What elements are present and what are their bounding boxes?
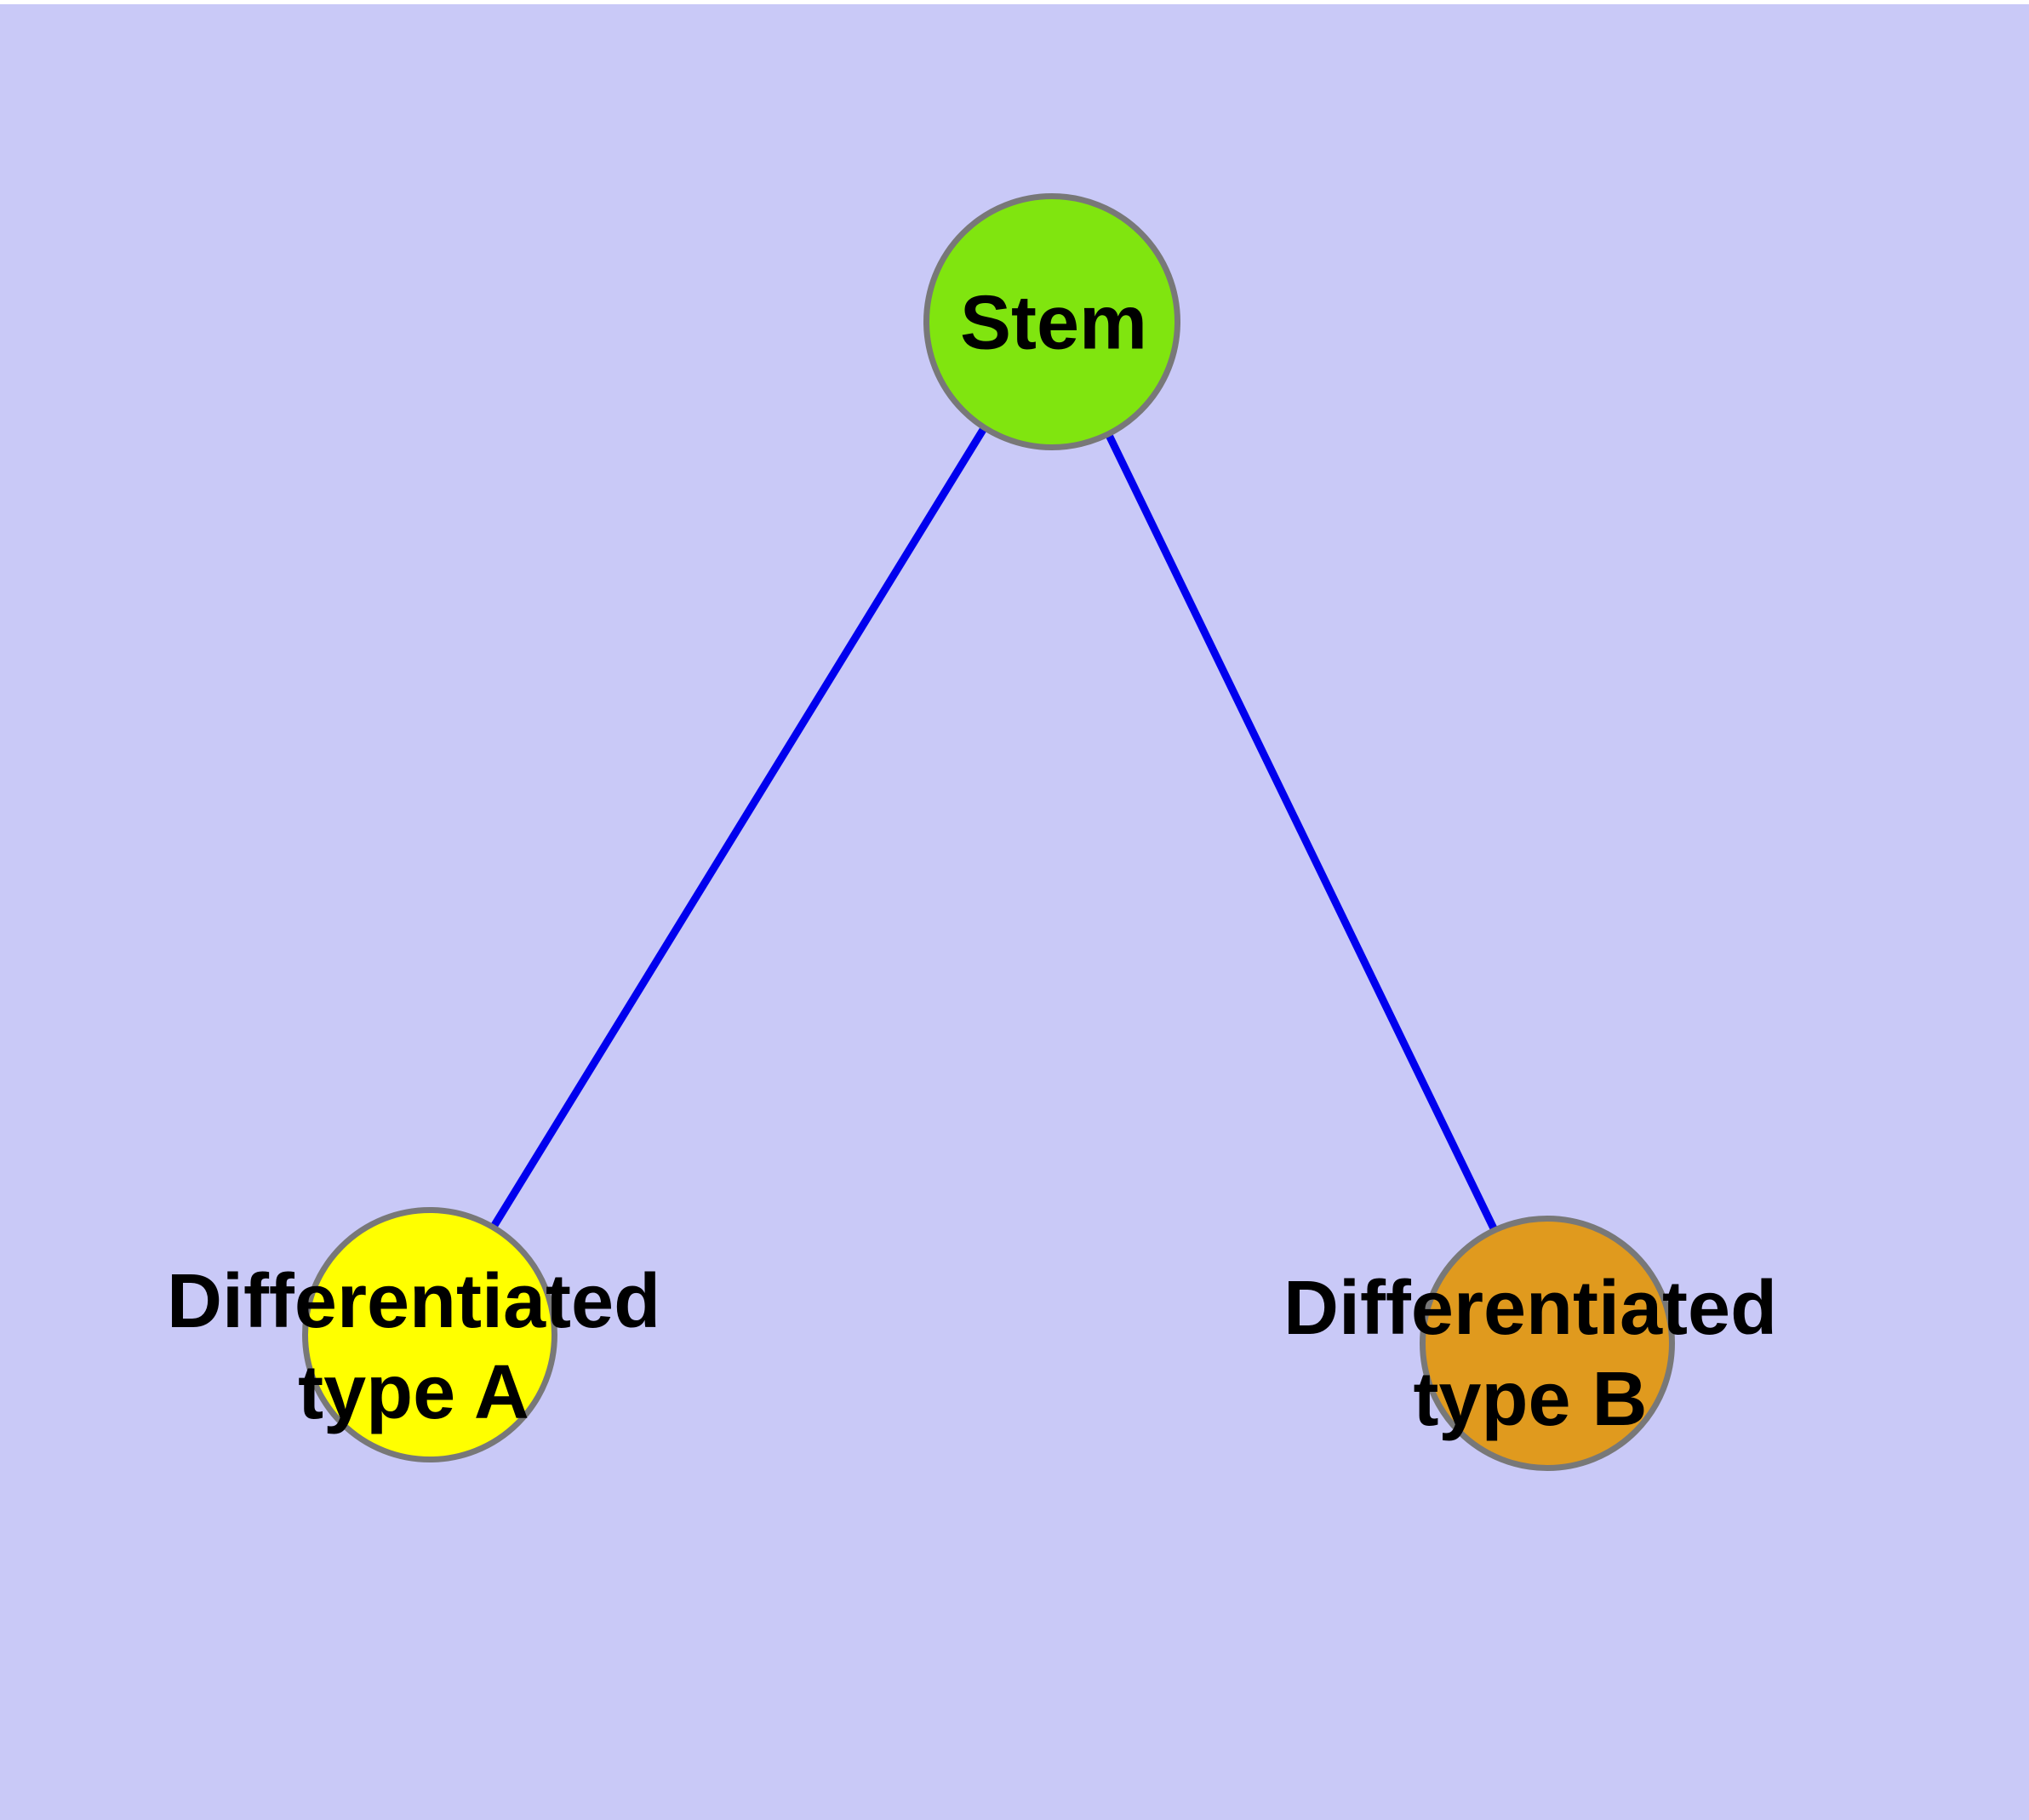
node-label-type-a-line2: type A	[298, 1350, 529, 1435]
node-differentiated-type-a[interactable]	[302, 1207, 557, 1462]
edge-stem-to-type-b	[1048, 316, 1552, 1341]
node-label-type-a-line1: Differentiated	[166, 1259, 661, 1344]
edges-layer	[426, 315, 1552, 1341]
node-label-type-b-line2: type B	[1413, 1357, 1648, 1442]
node-stem[interactable]	[923, 193, 1180, 450]
node-label-stem: Stem	[960, 278, 1147, 369]
node-label-differentiated-type-a: Differentiated type A	[167, 1256, 660, 1439]
edge-stem-to-type-a	[426, 315, 1055, 1333]
node-label-differentiated-type-b: Differentiated type B	[1283, 1263, 1777, 1445]
node-label-stem-text: Stem	[959, 280, 1148, 366]
graph-background: Stem Differentiated type A Differentiate…	[0, 4, 2029, 1820]
node-label-type-b-line1: Differentiated	[1283, 1266, 1778, 1351]
node-differentiated-type-b[interactable]	[1420, 1216, 1675, 1471]
